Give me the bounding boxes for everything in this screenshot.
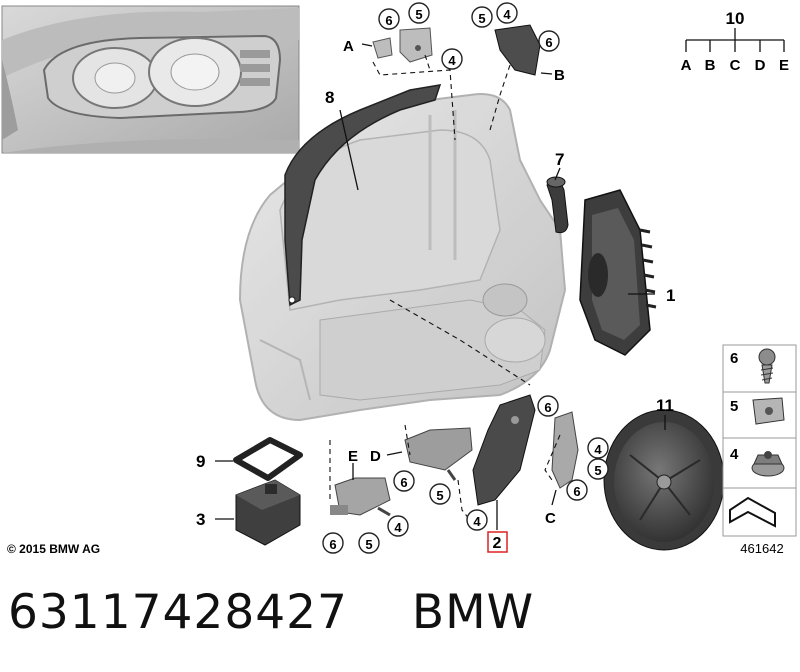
legend-number-4: 4 — [730, 446, 739, 463]
svg-text:4: 4 — [473, 514, 481, 529]
callout-4: 4 — [466, 509, 488, 531]
headlight-housing — [238, 93, 567, 422]
part-1-control-unit — [579, 189, 657, 356]
part-number-line: 63117428427 BMW — [8, 585, 582, 640]
kit-letter-labels: A B C D E A B C D E — [343, 38, 789, 527]
part-labels: 1 3 7 8 9 10 11 — [196, 9, 744, 529]
svg-text:6: 6 — [573, 484, 580, 499]
callout-6: 6 — [566, 479, 588, 501]
svg-text:4: 4 — [394, 520, 402, 535]
callout-6: 6 — [378, 8, 400, 30]
label-part-1: 1 — [666, 286, 675, 305]
kit-c-bracket — [551, 411, 579, 489]
callout-5: 5 — [408, 2, 430, 24]
label-part-9: 9 — [196, 452, 205, 471]
svg-text:4: 4 — [503, 7, 511, 22]
part-2-bracket — [472, 394, 536, 506]
kit-d-bracket — [404, 427, 473, 481]
tree-label-b: B — [705, 57, 716, 74]
svg-text:5: 5 — [436, 488, 443, 503]
label-part-8: 8 — [325, 88, 334, 107]
callout-5: 5 — [358, 532, 380, 554]
label-kit-c: C — [545, 510, 556, 527]
label-part-7: 7 — [555, 150, 564, 169]
tree-label-c: C — [730, 57, 741, 74]
part-8-seal — [284, 84, 442, 307]
callout-5: 5 — [471, 6, 493, 28]
fastener-callouts: 6 5 4 5 4 6 6 4 5 6 6 5 4 4 5 6 — [322, 2, 609, 554]
nut-with-washer-icon — [751, 451, 785, 477]
callout-6: 6 — [393, 470, 415, 492]
kit-a-bracket — [372, 27, 433, 63]
part-3-unit — [235, 479, 301, 546]
screw-icon — [758, 348, 776, 384]
svg-text:4: 4 — [448, 53, 456, 68]
callout-6: 6 — [322, 532, 344, 554]
svg-text:6: 6 — [400, 475, 407, 490]
callout-4: 4 — [441, 48, 463, 70]
part-11-speaker — [603, 409, 725, 551]
tree-label-d: D — [755, 57, 766, 74]
svg-text:5: 5 — [365, 537, 372, 552]
label-part-11: 11 — [656, 396, 674, 415]
label-part-10: 10 — [726, 9, 745, 28]
svg-text:6: 6 — [545, 35, 552, 50]
leader-lines — [215, 28, 785, 530]
tree-label-e: E — [779, 57, 789, 74]
callout-5: 5 — [429, 483, 451, 505]
fastener-legend: 6 5 4 — [722, 344, 797, 537]
clip-nut-icon — [752, 397, 785, 425]
legend-number-5: 5 — [730, 398, 738, 415]
label-kit-a: A — [343, 38, 354, 55]
svg-text:5: 5 — [594, 463, 601, 478]
part-9-gasket — [233, 437, 303, 481]
svg-text:4: 4 — [594, 442, 602, 457]
callout-6: 6 — [537, 395, 559, 417]
svg-text:6: 6 — [544, 400, 551, 415]
label-part-2-highlight: 2 — [487, 531, 508, 553]
part-7-hose — [546, 176, 569, 234]
reference-number: 461642 — [740, 541, 783, 556]
label-part-3: 3 — [196, 510, 205, 529]
bracket-icon — [729, 496, 776, 528]
svg-text:6: 6 — [329, 537, 336, 552]
callout-4: 4 — [587, 437, 609, 459]
label-kit-d: D — [370, 448, 381, 465]
svg-text:5: 5 — [478, 11, 485, 26]
svg-text:6: 6 — [385, 13, 392, 28]
tree-label-a: A — [681, 57, 692, 74]
label-kit-b: B — [554, 67, 565, 84]
copyright-text: © 2015 BMW AG — [7, 542, 100, 556]
label-kit-e: E — [348, 448, 358, 465]
legend-number-6: 6 — [730, 350, 738, 367]
svg-text:2: 2 — [493, 535, 502, 552]
callout-5: 5 — [587, 458, 609, 480]
kit-b-bracket — [494, 24, 541, 76]
callout-4: 4 — [387, 515, 409, 537]
assembly-lines — [329, 54, 561, 521]
kit-e-bracket — [330, 477, 391, 517]
brand-name: BMW — [411, 585, 535, 640]
callout-4: 4 — [496, 2, 518, 24]
part-number: 63117428427 — [8, 585, 348, 640]
callout-6: 6 — [538, 30, 560, 52]
car-front-inset — [1, 5, 300, 154]
svg-text:5: 5 — [415, 7, 422, 22]
